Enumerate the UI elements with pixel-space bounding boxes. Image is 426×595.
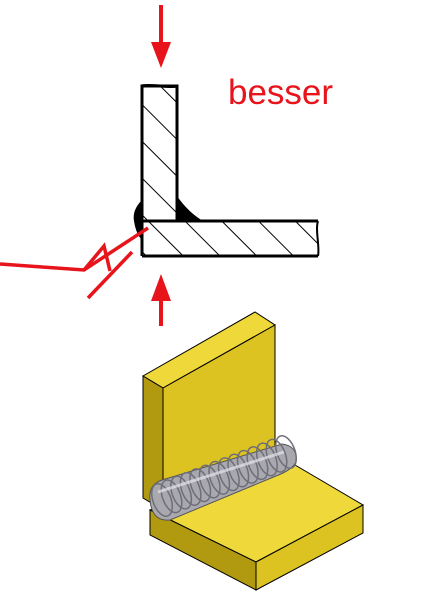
weld-cross-section — [133, 83, 320, 258]
fillet-weld-symbol-icon — [0, 226, 149, 300]
outer-fillet-weld — [133, 200, 142, 240]
base-plate-side — [255, 504, 364, 591]
top-arrow-icon — [151, 5, 171, 68]
weld-bead-ripple — [236, 449, 259, 484]
weld-bead-ripple — [246, 446, 269, 481]
inner-fillet-weld — [177, 196, 203, 221]
weld-bead-ripple — [217, 457, 240, 492]
weld-bead — [149, 434, 298, 521]
weld-bead-ripple — [150, 482, 174, 518]
weld-bead-ripple — [198, 464, 221, 499]
weld-bead-ripple — [189, 468, 212, 503]
horizontal-plate-section — [140, 219, 320, 258]
weld-bead-ripple — [255, 442, 278, 477]
weld-bead-ripple — [179, 471, 202, 506]
bottom-arrow-icon — [151, 274, 171, 326]
weld-bead-ripple — [265, 438, 288, 473]
weld-bead-ripple — [170, 475, 193, 510]
weld-bead-ripple — [227, 453, 250, 488]
weld-bead-ripple — [160, 479, 183, 514]
besser-label: besser — [228, 73, 333, 112]
weld-bead-ripple — [208, 460, 231, 495]
welded-l-joint-3d — [142, 311, 365, 591]
vertical-plate-section — [140, 83, 179, 221]
